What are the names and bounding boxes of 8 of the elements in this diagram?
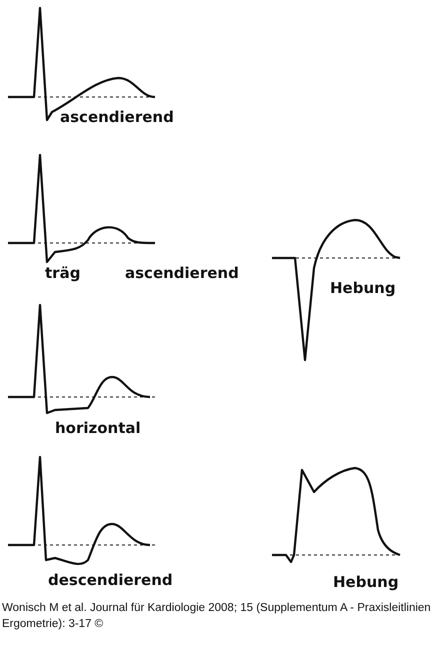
- trace-label: descendierend: [48, 571, 173, 589]
- trace-label: ascendierend: [125, 264, 239, 282]
- trace-label: Hebung: [333, 573, 399, 591]
- trace-label: träg: [45, 264, 80, 282]
- caption: Wonisch M et al. Journal für Kardiologie 2008; 15 (Supplementum A - Praxisleitlinien Ergometrie): 3-17 ©: [2, 601, 432, 632]
- trace-label: ascendierend: [60, 108, 174, 126]
- trace-label: Hebung: [330, 279, 396, 297]
- trace-label: horizontal: [55, 419, 141, 437]
